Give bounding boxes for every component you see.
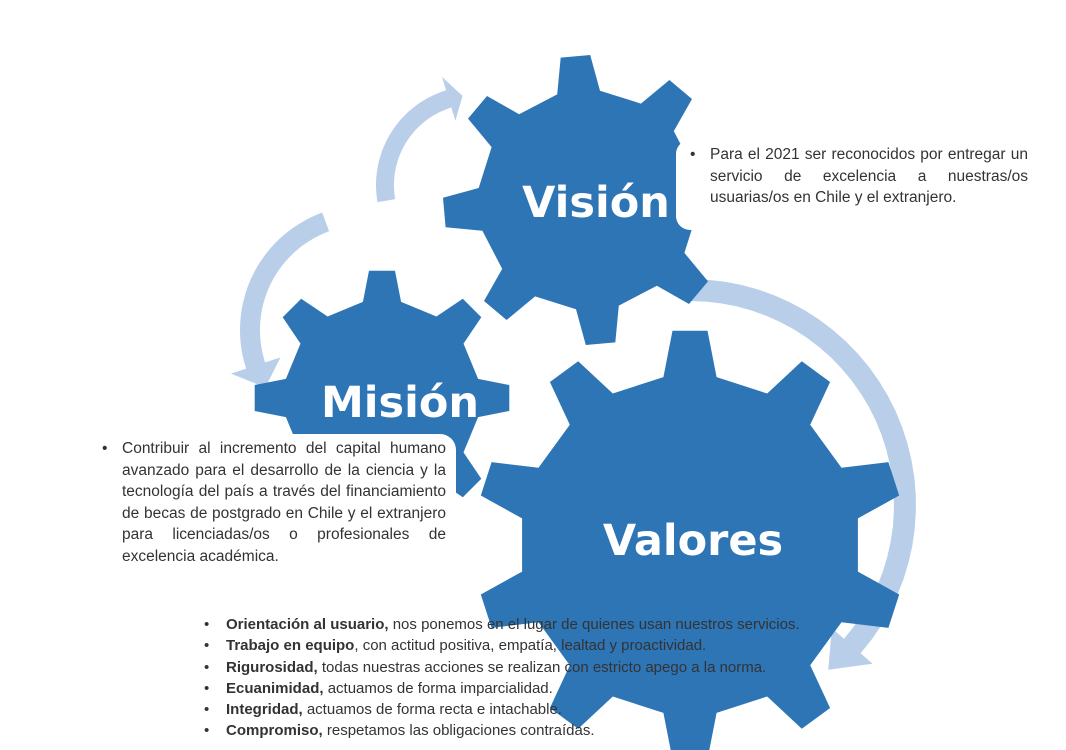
valores-item-term: Compromiso, xyxy=(226,722,323,740)
valores-item-text: actuamos de forma imparcialidad. xyxy=(323,679,553,697)
valores-item: Orientación al usuario, nos ponemos en e… xyxy=(200,614,920,636)
valores-item: Trabajo en equipo, con actitud positiva,… xyxy=(200,635,920,657)
valores-item: Rigurosidad, todas nuestras acciones se … xyxy=(200,657,920,679)
valores-item-term: Trabajo en equipo xyxy=(226,637,355,655)
valores-item-text: actuamos de forma recta e intachable. xyxy=(302,701,562,719)
vision-gear xyxy=(443,55,733,345)
mision-description: Contribuir al incremento del capital hum… xyxy=(98,438,446,567)
valores-item-text: todas nuestras acciones se realizan con … xyxy=(317,658,767,676)
valores-item-text: nos ponemos en el lugar de quienes usan … xyxy=(388,616,800,633)
valores-item-term: Orientación al usuario, xyxy=(226,616,389,633)
valores-item: Ecuanimidad, actuamos de forma imparcial… xyxy=(200,678,920,700)
vision-gear-label: Visión xyxy=(522,178,670,228)
valores-item-text: , con actitud positiva, empatía, lealtad… xyxy=(354,637,707,655)
valores-item: Compromiso, respetamos las obligaciones … xyxy=(200,720,920,742)
vision-text-box: Para el 2021 ser reconocidos por entrega… xyxy=(676,140,1028,230)
valores-item: Integridad, actuamos de forma recta e in… xyxy=(200,699,920,721)
valores-item-text: respetamos las obligaciones contraídas. xyxy=(322,722,595,740)
valores-list: Orientación al usuario, nos ponemos en e… xyxy=(200,614,920,742)
arrow-mision-to-vision xyxy=(376,76,463,203)
vision-description: Para el 2021 ser reconocidos por entrega… xyxy=(686,144,1028,209)
mision-text-box: Contribuir al incremento del capital hum… xyxy=(92,434,456,596)
valores-item-term: Rigurosidad, xyxy=(226,658,318,676)
arrow-vision-to-mision xyxy=(230,212,330,388)
valores-item-term: Integridad, xyxy=(226,701,303,719)
valores-gear-label: Valores xyxy=(603,516,783,566)
valores-item-term: Ecuanimidad, xyxy=(226,679,324,697)
mision-gear-label: Misión xyxy=(321,378,479,428)
arrow-valores-cycle xyxy=(690,279,916,670)
